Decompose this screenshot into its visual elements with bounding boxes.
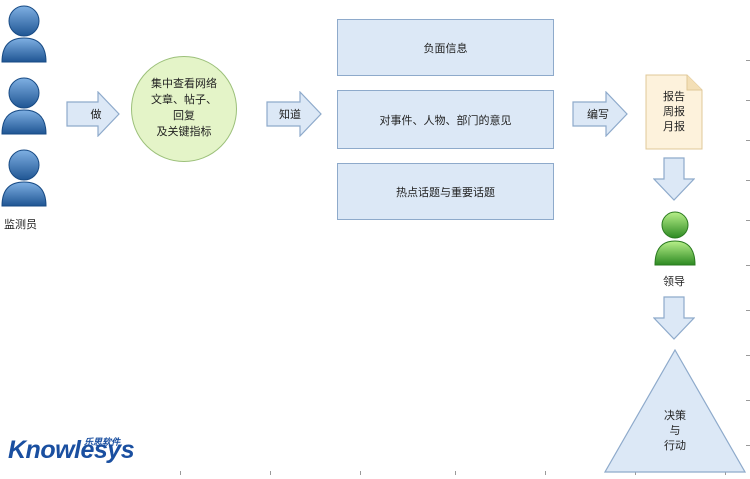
leader-person-icon <box>654 211 696 266</box>
info-box-opinions: 对事件、人物、部门的意见 <box>337 90 554 149</box>
decision-line: 决策 <box>664 409 686 422</box>
info-box-hot-topics: 热点话题与重要话题 <box>337 163 554 220</box>
down-arrow-icon <box>653 157 695 201</box>
step2-label: 知道 <box>279 108 301 121</box>
info-box-negative: 负面信息 <box>337 19 554 76</box>
report-line: 月报 <box>663 120 685 133</box>
step1-label: 做 <box>90 108 102 121</box>
report-line: 报告 <box>663 90 685 103</box>
decision-text: 决策 与 行动 <box>645 408 705 453</box>
right-arrow-icon <box>266 91 322 137</box>
focus-circle <box>131 56 237 162</box>
leader-label: 领导 <box>663 275 685 288</box>
decision-line: 行动 <box>664 439 686 452</box>
report-text: 报告 周报 月报 <box>645 89 703 134</box>
decision-triangle <box>604 349 746 473</box>
report-line: 周报 <box>663 105 685 118</box>
focus-line: 文章、帖子、 <box>151 93 217 106</box>
person-icon <box>1 5 47 63</box>
down-arrow-icon <box>653 296 695 340</box>
person-icon <box>1 77 47 135</box>
monitor-person-icons <box>1 5 47 207</box>
document-icon <box>645 74 703 150</box>
knowlesys-logo: Knowlesys <box>8 436 135 464</box>
focus-text: 集中查看网络 文章、帖子、 回复 及关键指标 <box>131 76 237 140</box>
right-arrow-icon <box>572 91 628 137</box>
person-icon <box>1 149 47 207</box>
focus-line: 回复 <box>173 109 195 122</box>
focus-line: 及关键指标 <box>156 125 212 138</box>
step3-label: 编写 <box>587 108 609 121</box>
monitors-label: 监测员 <box>4 218 37 231</box>
focus-line: 集中查看网络 <box>151 77 217 90</box>
knowlesys-logo-cn: 乐思软件 <box>84 438 121 448</box>
right-arrow-icon <box>66 91 120 137</box>
decision-line: 与 <box>669 424 681 437</box>
